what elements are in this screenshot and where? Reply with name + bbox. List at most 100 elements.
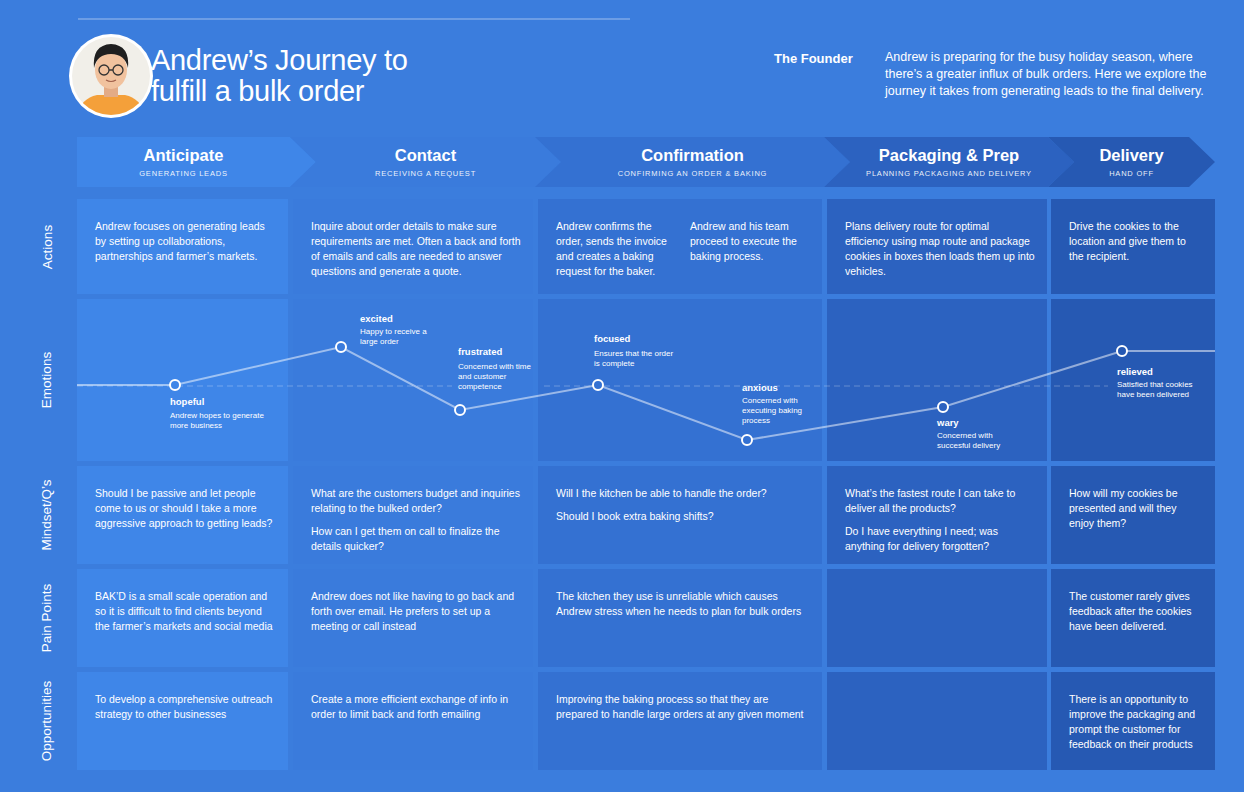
row-label: Emotions (38, 299, 56, 461)
emotion-name: hopeful (170, 396, 265, 408)
emotion-name: frustrated (458, 346, 538, 358)
stage-name: Packaging & Prep (879, 145, 1019, 165)
cell-text: What are the customers budget and inquir… (311, 486, 521, 516)
stage-subtitle: RECEIVING A REQUEST (375, 169, 476, 179)
journey-cell: Andrew focuses on generating leads by se… (77, 199, 288, 294)
page-title: Andrew’s Journey to fulfill a bulk order (151, 45, 451, 107)
emotion-cell: hopefulAndrew hopes to generate more bus… (77, 299, 288, 461)
cell-content: The customer rarely gives feedback after… (1051, 569, 1215, 634)
emotion-note: Concerned with succesful delivery (937, 431, 1017, 451)
emotion-cell: waryConcerned with succesful delivery (827, 299, 1047, 461)
cell-text: What’s the fastest route I can take to d… (845, 486, 1035, 516)
emotion-cell: relievedSatisfied that cookies have been… (1051, 299, 1215, 461)
journey-cell: Inquire about order details to make sure… (293, 199, 533, 294)
emotion-note: Ensures that the order is complete (594, 349, 674, 369)
journey-cell: Drive the cookies to the location and gi… (1051, 199, 1215, 294)
chevron-label: ContactRECEIVING A REQUEST (316, 137, 535, 187)
cell-text: Inquire about order details to make sure… (311, 219, 521, 279)
cell-text: Improving the baking process so that the… (556, 692, 810, 722)
stage-chevron: AnticipateGENERATING LEADS (77, 137, 316, 187)
emotion-name: focused (594, 333, 674, 345)
cell-text: Do I have everything I need; was anythin… (845, 524, 1035, 554)
row-label: Actions (38, 199, 56, 294)
stage-chevron: DeliveryHAND OFF (1048, 137, 1215, 187)
cell-content: Drive the cookies to the location and gi… (1051, 199, 1215, 264)
journey-cell: Will I the kitchen be able to handle the… (538, 466, 822, 564)
cell-content: Create a more efficient exchange of info… (293, 672, 533, 722)
emotion-note: Concerned with executing baking process (742, 396, 817, 426)
cell-content: Plans delivery route for optimal efficie… (827, 199, 1047, 279)
row-label: Opportunities (38, 672, 56, 770)
journey-cell: Should I be passive and let people come … (77, 466, 288, 564)
emotion-note: Satisfied that cookies have been deliver… (1117, 380, 1209, 400)
emotion-cell: focusedEnsures that the order is complet… (538, 299, 822, 461)
cell-content: Inquire about order details to make sure… (293, 199, 533, 279)
cell-text: BAK’D is a small scale operation and so … (95, 589, 276, 634)
cell-text: To develop a comprehensive outreach stra… (95, 692, 276, 722)
chevron-label: Packaging & PrepPLANNING PACKAGING AND D… (850, 137, 1048, 187)
cell-content: To develop a comprehensive outreach stra… (77, 672, 288, 722)
chevron-label: DeliveryHAND OFF (1074, 137, 1189, 187)
role-label: The Founder (774, 51, 853, 66)
stage-name: Delivery (1099, 145, 1163, 165)
journey-cell: Andrew confirms the order, sends the inv… (538, 199, 822, 294)
stage-chevron: ConfirmationCONFIRMING AN ORDER & BAKING (535, 137, 850, 187)
stage-chevron: Packaging & PrepPLANNING PACKAGING AND D… (824, 137, 1074, 187)
cell-content: There is an opportunity to improve the p… (1051, 672, 1215, 752)
row-label: Pain Points (38, 569, 56, 667)
emotion-note: Andrew hopes to generate more business (170, 411, 265, 431)
stage-name: Anticipate (144, 145, 224, 165)
cell-text: Andrew and his team proceed to execute t… (690, 219, 810, 279)
stage-subtitle: PLANNING PACKAGING AND DELIVERY (866, 169, 1032, 179)
emotion-note: Concerned with time and customer compete… (458, 362, 536, 392)
stage-chevron: ContactRECEIVING A REQUEST (290, 137, 561, 187)
top-rule (78, 19, 630, 20)
journey-cell: The customer rarely gives feedback after… (1051, 569, 1215, 667)
stage-subtitle: GENERATING LEADS (139, 169, 228, 179)
cell-text: How will my cookies be presented and wil… (1069, 486, 1203, 531)
journey-cell: How will my cookies be presented and wil… (1051, 466, 1215, 564)
emotion-name: wary (937, 417, 1017, 429)
avatar (69, 34, 153, 122)
cell-text: Andrew focuses on generating leads by se… (95, 219, 276, 264)
intro-text: Andrew is preparing for the busy holiday… (885, 49, 1221, 100)
cell-text: The customer rarely gives feedback after… (1069, 589, 1203, 634)
journey-cell: Plans delivery route for optimal efficie… (827, 199, 1047, 294)
emotion-name: anxious (742, 382, 822, 394)
cell-text: Andrew does not like having to go back a… (311, 589, 521, 634)
emotion-name: excited (360, 313, 440, 325)
cell-content: What are the customers budget and inquir… (293, 466, 533, 554)
journey-cell: BAK’D is a small scale operation and so … (77, 569, 288, 667)
cell-content: Will I the kitchen be able to handle the… (538, 466, 822, 524)
journey-cell: What’s the fastest route I can take to d… (827, 466, 1047, 564)
cell-text: There is an opportunity to improve the p… (1069, 692, 1203, 752)
emotion-cell: excitedHappy to receive a large orderfru… (293, 299, 533, 461)
chevron-label: ConfirmationCONFIRMING AN ORDER & BAKING (561, 137, 824, 187)
row-label: Mindset/Q’s (38, 466, 56, 564)
cell-grounds (77, 299, 1215, 770)
stage-name: Confirmation (641, 145, 744, 165)
journey-cell: Andrew does not like having to go back a… (293, 569, 533, 667)
cell-content: Improving the baking process so that the… (538, 672, 822, 722)
cell-text: Drive the cookies to the location and gi… (1069, 219, 1203, 264)
cell-content: The kitchen they use is unreliable which… (538, 569, 822, 619)
journey-cell: To develop a comprehensive outreach stra… (77, 672, 288, 770)
cell-text: Plans delivery route for optimal efficie… (845, 219, 1035, 279)
stage-subtitle: CONFIRMING AN ORDER & BAKING (618, 169, 768, 179)
journey-cell: Improving the baking process so that the… (538, 672, 822, 770)
emotion-curve (77, 342, 1215, 445)
journey-cell: What are the customers budget and inquir… (293, 466, 533, 564)
cell-text: How can I get them on call to finalize t… (311, 524, 521, 554)
cell-content: Should I be passive and let people come … (77, 466, 288, 531)
stage-subtitle: HAND OFF (1109, 169, 1154, 179)
cell-content: How will my cookies be presented and wil… (1051, 466, 1215, 531)
journey-cell: The kitchen they use is unreliable which… (538, 569, 822, 667)
emotion-note: Happy to receive a large order (360, 327, 432, 347)
cell-text: Create a more efficient exchange of info… (311, 692, 521, 722)
journey-cell: Create a more efficient exchange of info… (293, 672, 533, 770)
cell-text: The kitchen they use is unreliable which… (556, 589, 810, 619)
cell-text: Will I the kitchen be able to handle the… (556, 486, 810, 501)
chevron-label: AnticipateGENERATING LEADS (77, 137, 290, 187)
emotion-name: relieved (1117, 366, 1207, 378)
